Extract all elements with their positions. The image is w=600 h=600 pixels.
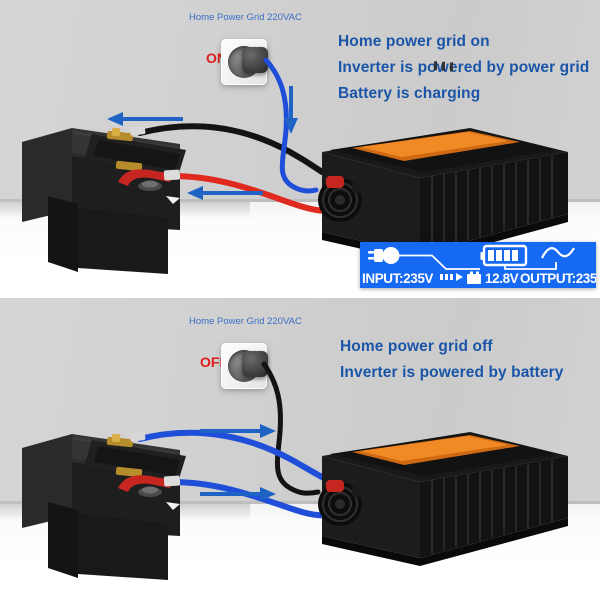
headline-line-3: Battery is charging [338, 85, 481, 102]
headline-line-1: Home power grid off [340, 338, 493, 355]
ac-plug-icon [368, 247, 400, 264]
headline-line-2: Inverter is powered by battery [340, 364, 564, 381]
outlet-label: Home Power Grid 220VAC [189, 12, 302, 23]
flow-arrow-negative [107, 112, 183, 126]
flow-arrow-positive [200, 487, 276, 501]
charging-arrow-icon [440, 273, 463, 281]
inverter-lcd-display: INPUT:235V 12.8V OUTPUT:235V [360, 242, 596, 288]
ac-output-cable [261, 361, 321, 496]
table-edge [0, 501, 600, 504]
negative-cable [137, 429, 327, 481]
battery-level-icon [480, 244, 528, 267]
cable-group-bottom [129, 361, 341, 519]
ac-input-cable [263, 57, 319, 194]
headline-line-1: Home power grid on [338, 33, 490, 50]
table-edge [0, 199, 600, 202]
grid-off-panel: Home Power Grid 220VAC OFF Home power gr… [0, 298, 600, 600]
battery-assembly [22, 127, 186, 274]
small-battery-icon [467, 271, 481, 284]
power-inverter [318, 432, 568, 566]
flow-arrow-positive [187, 186, 263, 200]
outlet-label: Home Power Grid 220VAC [189, 316, 302, 327]
headline-line-2: Inverter is powered by power grid [338, 59, 590, 76]
battery-assembly [22, 433, 186, 580]
flow-arrow-negative [200, 424, 276, 438]
lcd-output-text: OUTPUT:235V [520, 271, 596, 286]
negative-cable [137, 123, 325, 175]
power-inverter [318, 60, 568, 262]
sine-wave-icon [541, 247, 575, 259]
grid-on-panel: Home Power Grid 220VAC ON Home power gri… [0, 0, 600, 294]
lcd-input-text: INPUT:235V [362, 271, 433, 286]
lcd-battery-voltage: 12.8V [485, 271, 519, 286]
flow-arrow-ac [284, 86, 298, 134]
